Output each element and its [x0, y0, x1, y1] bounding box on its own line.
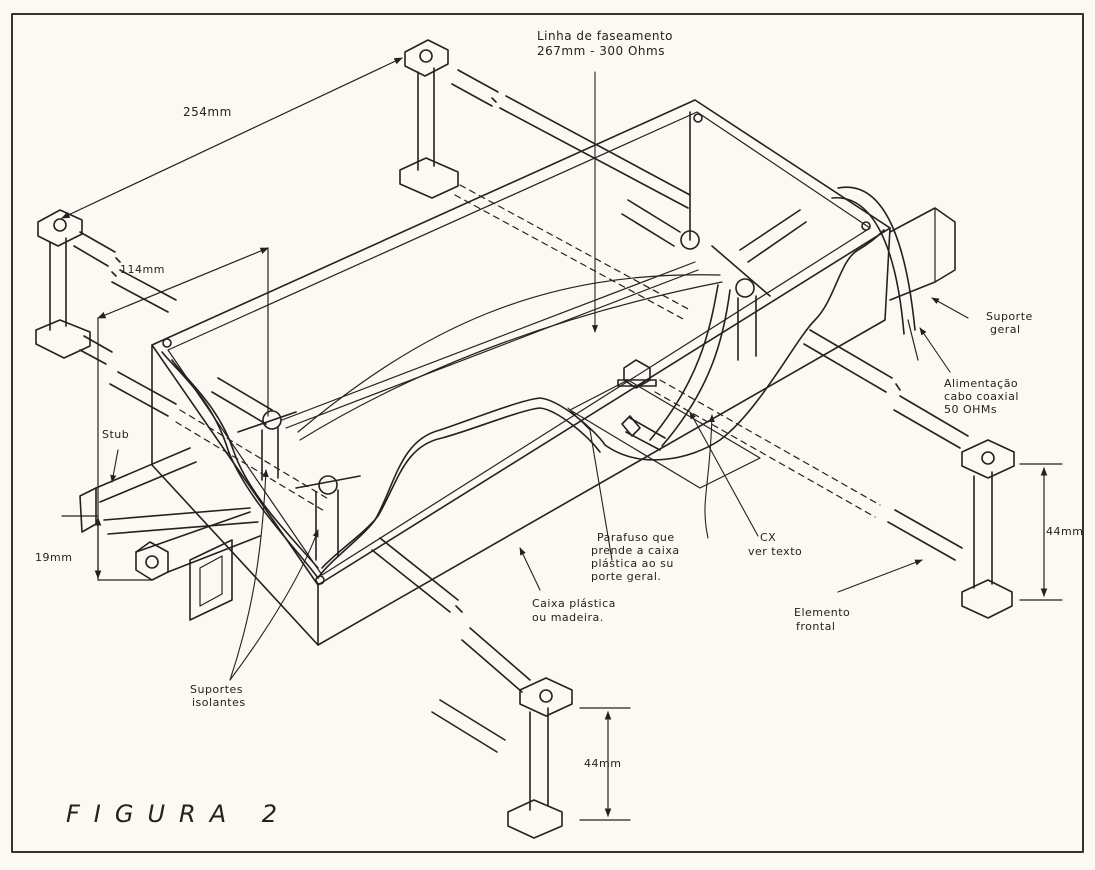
screw-label-line4: porte geral.: [591, 570, 662, 583]
support-boom: [189, 207, 956, 621]
front-element-label-line2: frontal: [796, 620, 836, 633]
cx-label-line1: CX: [760, 531, 777, 544]
figure-frame: [11, 13, 1084, 853]
phasing-line: [281, 261, 723, 441]
dimension-lines: [61, 57, 1063, 821]
dim-114-label: 114mm: [120, 263, 165, 276]
screw-label-line1: Parafuso que: [597, 531, 675, 544]
feed-label-line2: cabo coaxial: [944, 390, 1019, 403]
front-element: [371, 329, 1015, 839]
dim-19-label: 19mm: [35, 551, 73, 564]
dim-44-bottom-label: 44mm: [584, 757, 622, 770]
plastic-box: [151, 99, 891, 646]
phasing-line-label-line1: Linha de faseamento: [537, 29, 674, 43]
dim-254-label: 254mm: [183, 105, 232, 119]
feed-label-line1: Alimentação: [944, 377, 1019, 390]
dim-44-right-label: 44mm: [1046, 525, 1084, 538]
insulating-supports: [211, 199, 771, 561]
figure-title: FIGURA 2: [66, 800, 292, 828]
phasing-line-label-line2: 267mm - 300 Ohms: [537, 44, 665, 58]
support-label-line2: geral: [990, 323, 1021, 336]
front-element-label-line1: Elemento: [794, 606, 851, 619]
support-label-line1: Suporte: [986, 310, 1033, 323]
stub-assembly: [79, 447, 261, 581]
box-label-line1: Caixa plástica: [532, 597, 616, 610]
stub-label: Stub: [102, 428, 130, 441]
insulators-label-line2: isolantes: [192, 696, 246, 709]
coaxial-feed: [621, 186, 919, 451]
leader-lines: [110, 71, 969, 681]
mounting-screw: [569, 359, 761, 489]
insulators-label-line1: Suportes: [190, 683, 244, 696]
screw-label-line3: plástica ao su: [591, 557, 674, 570]
screw-label-line2: prende a caixa: [591, 544, 680, 557]
box-label-line2: ou madeira.: [532, 611, 604, 624]
cx-label-line2: ver texto: [748, 545, 803, 558]
feed-label-line3: 50 OHMs: [944, 403, 998, 416]
